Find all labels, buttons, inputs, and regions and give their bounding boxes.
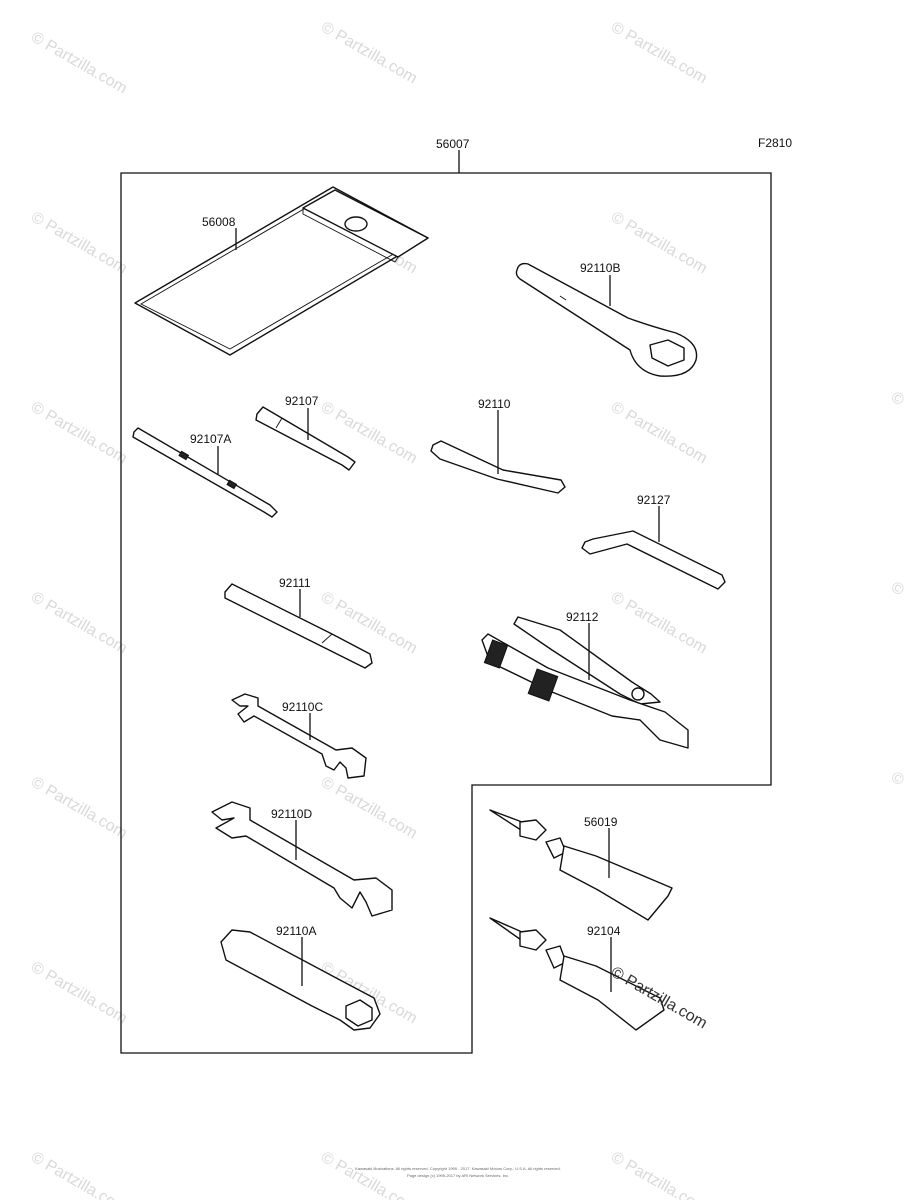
label-box-wrench: 92110B <box>580 261 620 275</box>
footer-line-2: Page design (c) 1995-2017 by ARI Network… <box>407 1173 509 1178</box>
watermark: © Partzilla.com <box>608 399 710 468</box>
part-wrench-large[interactable]: 92110D <box>211 801 393 917</box>
part-screwdriver-grip[interactable]: 92107 <box>255 394 356 471</box>
watermark: © Partzilla.com <box>318 774 420 843</box>
label-screwdriver-grip: 92107 <box>285 394 319 408</box>
watermark: © <box>888 579 907 600</box>
part-screwdriver-bit[interactable]: 92107A <box>132 427 278 518</box>
assembly-outline: 56007 <box>120 137 772 1054</box>
watermark: © Partzilla.com <box>28 399 130 468</box>
part-wrench-small[interactable]: 92110C <box>231 693 367 779</box>
watermark: © Partzilla.com <box>608 589 710 658</box>
label-tube-1: 56019 <box>584 815 618 829</box>
assembly-part-number: 56007 <box>436 137 470 151</box>
watermark: © Partzilla.com <box>28 774 130 843</box>
label-tool-case: 56008 <box>202 215 236 229</box>
watermark: © Partzilla.com <box>28 209 130 278</box>
watermark: © Partzilla.com <box>608 1149 710 1200</box>
part-tool-case[interactable]: 56008 <box>134 186 429 356</box>
label-tube-2: 92104 <box>587 924 621 938</box>
watermark: © Partzilla.com <box>608 209 710 278</box>
part-pliers[interactable]: 92112 <box>481 610 689 749</box>
label-extension-bar: 92111 <box>279 576 311 590</box>
label-hex-key-large: 92110 <box>478 397 511 411</box>
watermark: © <box>888 769 907 790</box>
watermark: © Partzilla.com <box>28 29 130 98</box>
watermark-layer: © Partzilla.com © Partzilla.com © Partzi… <box>28 19 907 1200</box>
part-box-wrench[interactable]: 92110B <box>515 261 698 377</box>
part-extension-bar[interactable]: 92111 <box>224 576 373 669</box>
part-hex-key-small[interactable]: 92127 <box>581 493 726 590</box>
label-spark-plug-wrench: 92110A <box>276 924 316 938</box>
watermark: © Partzilla.com <box>608 19 710 88</box>
label-wrench-large: 92110D <box>271 807 312 821</box>
watermark: © <box>888 389 907 410</box>
label-screwdriver-bit: 92107A <box>190 432 231 446</box>
figure-code: F2810 <box>758 136 792 150</box>
label-pliers: 92112 <box>566 610 599 624</box>
watermark: © Partzilla.com <box>28 589 130 658</box>
watermark: © Partzilla.com <box>318 19 420 88</box>
watermark: © Partzilla.com <box>318 1149 420 1200</box>
part-spark-plug-wrench[interactable]: 92110A <box>220 924 381 1031</box>
part-hex-key-large[interactable]: 92110 <box>430 397 566 494</box>
footer-line-1: Kawasaki Illustrations. All rights reser… <box>355 1166 561 1171</box>
part-tube-2[interactable]: 92104 <box>489 917 665 1031</box>
label-hex-key-small: 92127 <box>637 493 671 507</box>
part-tube-1[interactable]: 56019 <box>489 809 673 921</box>
watermark: © Partzilla.com <box>28 1149 130 1200</box>
label-wrench-small: 92110C <box>282 700 323 714</box>
watermark: © Partzilla.com <box>28 959 130 1028</box>
